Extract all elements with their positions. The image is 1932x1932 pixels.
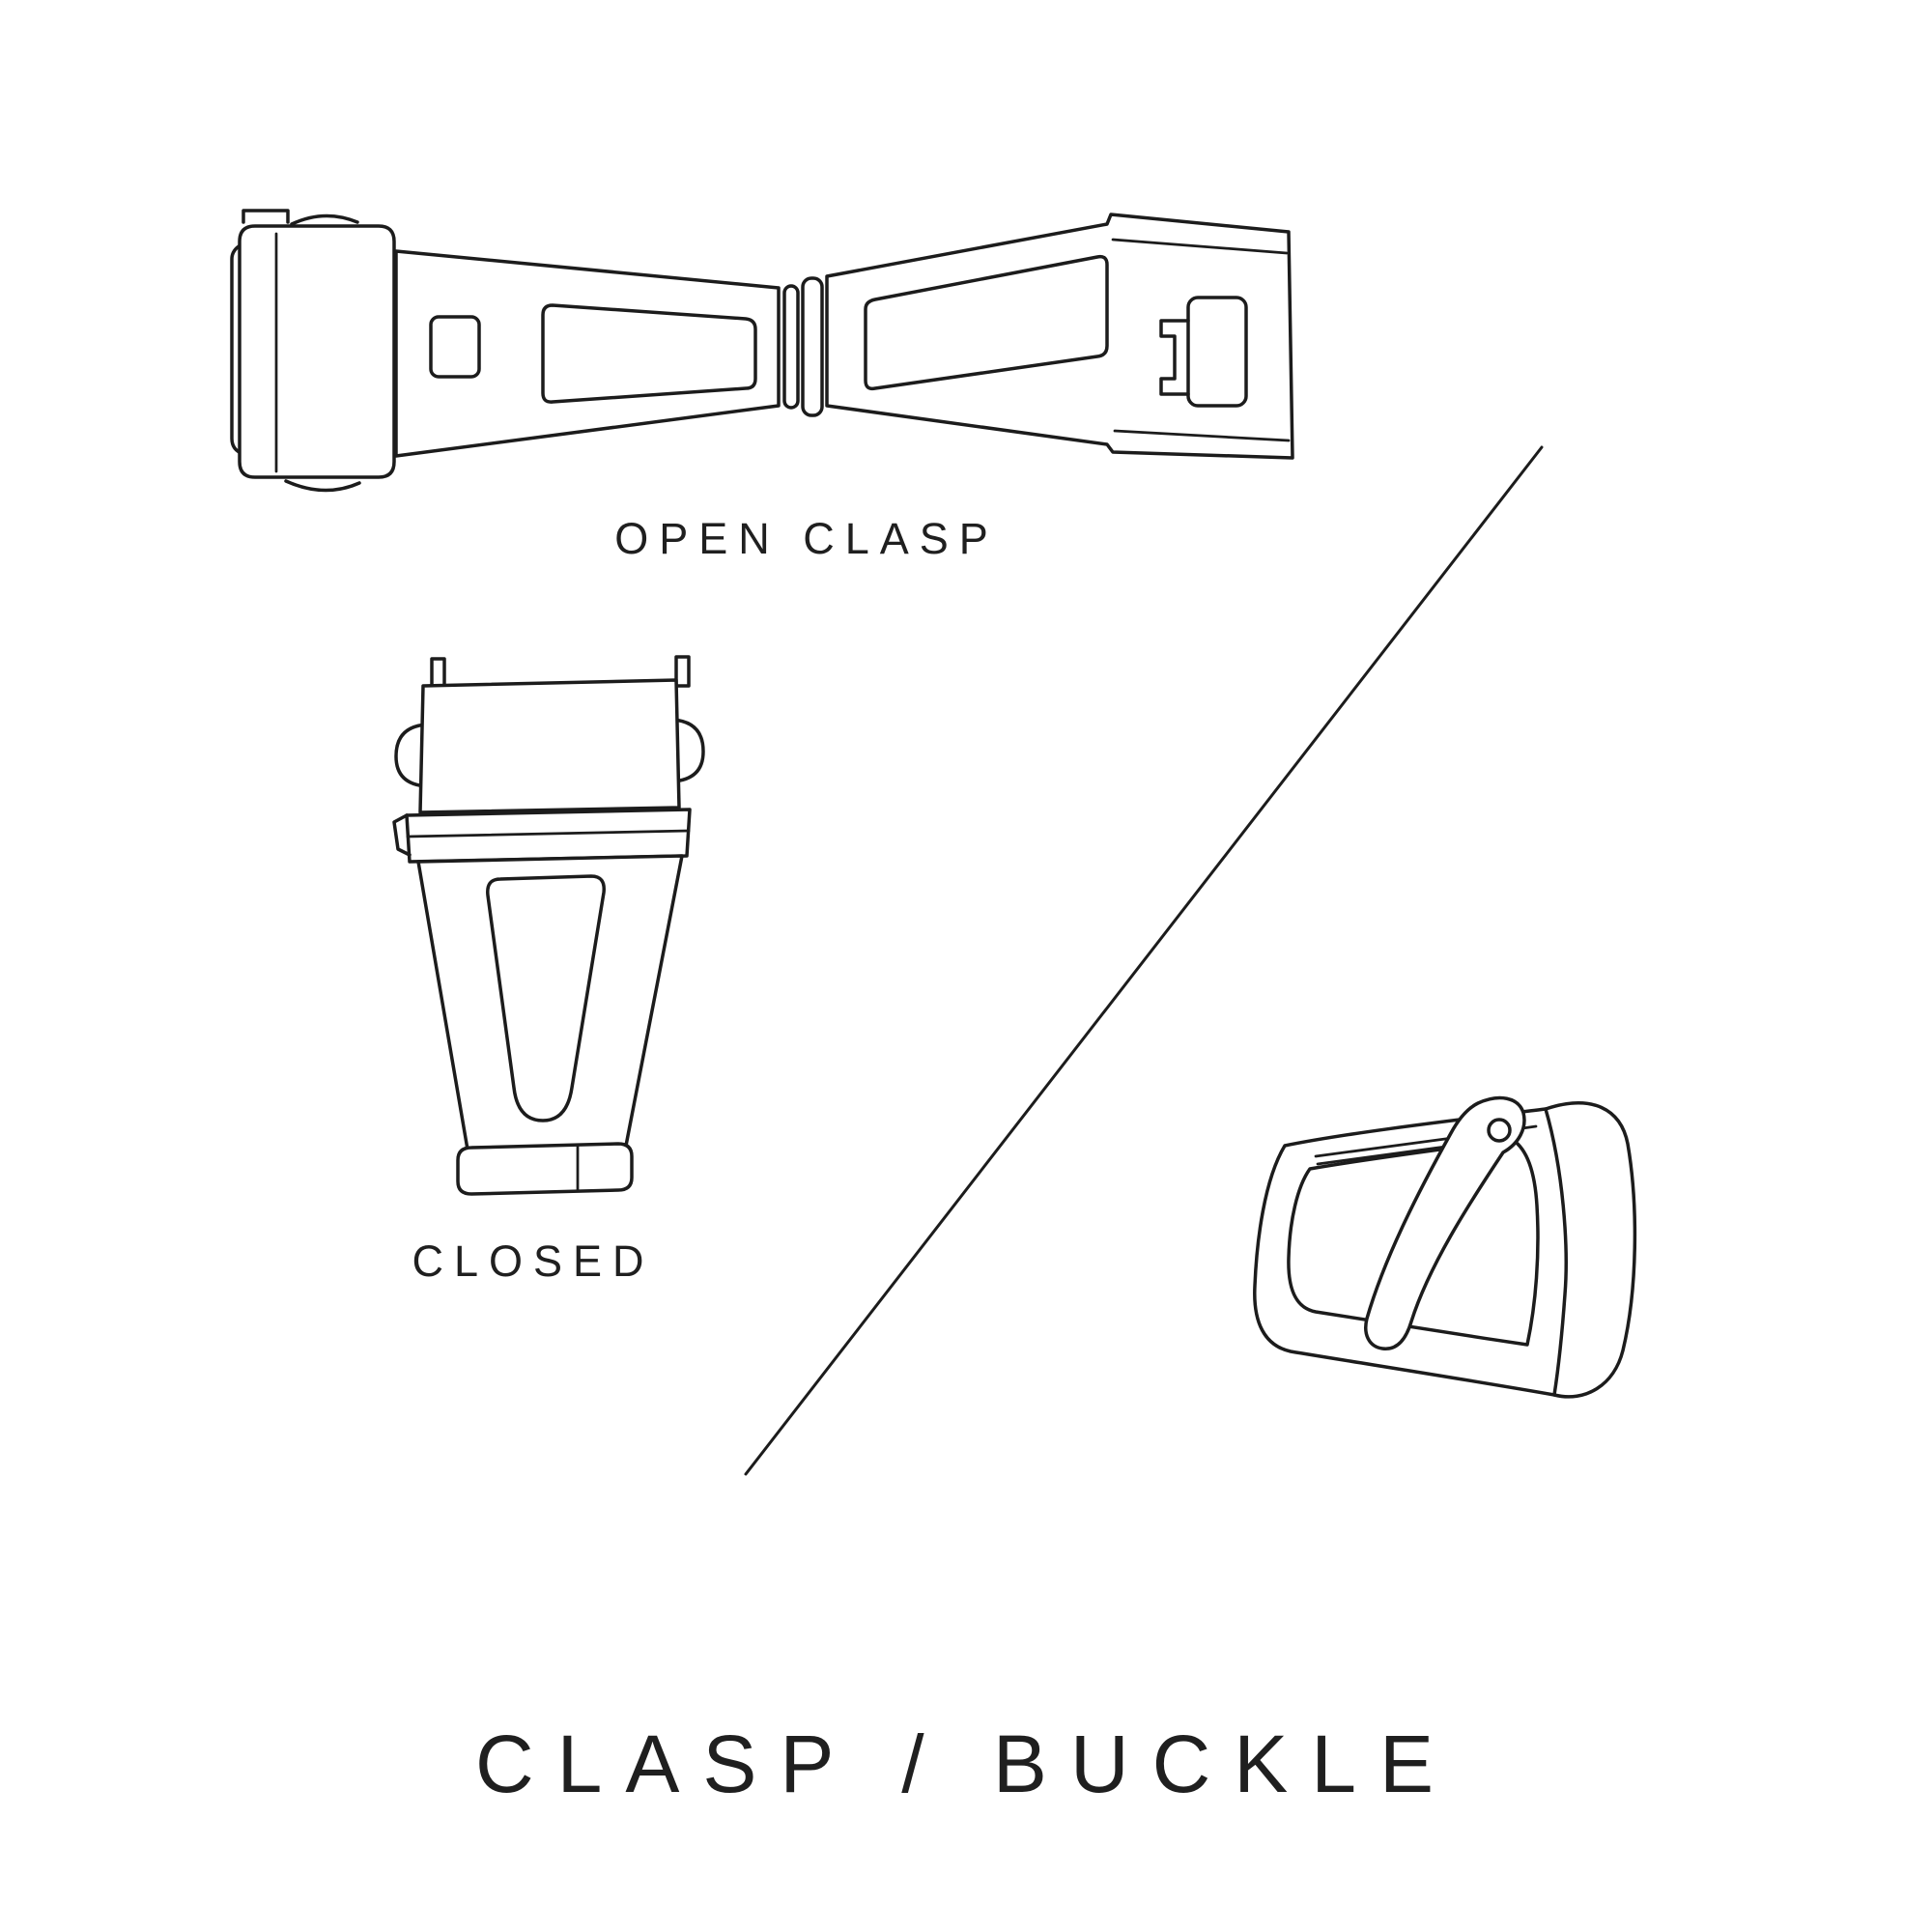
open-clasp-hinge-bar-left	[782, 284, 800, 410]
open-clasp-hinge-bar-right	[801, 276, 824, 417]
open-clasp-top-tab	[242, 209, 290, 224]
closed-clasp-body-inner-outline	[486, 874, 606, 1122]
open-clasp-right-blade	[825, 213, 1294, 460]
closed-clasp-band-fold	[392, 813, 412, 857]
open-clasp-left-cover	[238, 224, 396, 479]
open-clasp-label: OPEN CLASP	[614, 514, 999, 563]
open-clasp-left-fold	[230, 242, 245, 456]
buckle-spring-bar-lower	[1316, 1144, 1455, 1166]
closed-clasp-body	[416, 854, 684, 1151]
buckle-tang	[1364, 1095, 1526, 1350]
open-clasp-end-plate-cutout	[1186, 296, 1248, 408]
open-clasp-right-blade-inner-outline	[864, 254, 1109, 391]
closed-clasp-band-line	[406, 829, 691, 838]
open-clasp-latch-hole	[429, 315, 481, 379]
open-clasp-top-bump	[290, 213, 359, 226]
closed-clasp-prong-right	[674, 655, 691, 688]
buckle-end-bar-edge	[1544, 1107, 1568, 1397]
open-clasp-illustration	[230, 209, 1294, 493]
closed-clasp-cover	[418, 678, 681, 814]
open-clasp-left-blade-inner-outline	[541, 303, 757, 404]
closed-clasp-label: CLOSED	[412, 1236, 655, 1286]
open-clasp-bottom-bump	[284, 479, 361, 493]
open-clasp-left-blade	[394, 249, 781, 458]
divider-line	[744, 445, 1544, 1476]
buckle-tang-loop	[1487, 1118, 1512, 1143]
closed-clasp-illustration	[392, 655, 705, 1196]
page-title: CLASP / BUCKLE	[474, 1719, 1458, 1809]
closed-clasp-band	[405, 808, 692, 864]
closed-clasp-side-tab-right	[670, 718, 705, 783]
open-clasp-end-plate-bottom-line	[1113, 429, 1291, 442]
open-clasp-end-plate-hook	[1159, 319, 1190, 396]
open-clasp-end-plate-top-line	[1111, 238, 1289, 255]
closed-clasp-side-tab-left	[394, 723, 429, 788]
closed-clasp-prong-left	[430, 657, 446, 690]
closed-clasp-bottom-cap	[456, 1142, 634, 1196]
buckle-illustration	[1253, 1095, 1637, 1399]
